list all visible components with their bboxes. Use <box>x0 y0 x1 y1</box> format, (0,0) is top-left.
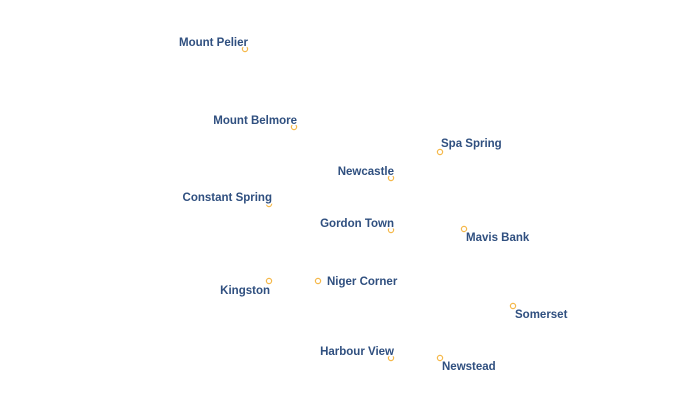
place-label: Constant Spring <box>183 192 272 204</box>
place-marker-icon <box>241 45 249 53</box>
place-marker-icon <box>314 277 322 285</box>
place-label: Newcastle <box>338 166 394 178</box>
place-gordon-town: Gordon Town <box>319 217 396 234</box>
place-label: Mavis Bank <box>466 232 530 244</box>
place-label: Gordon Town <box>320 218 394 230</box>
place-marker-icon <box>436 148 444 156</box>
place-label: Spa Spring <box>441 138 502 150</box>
place-label: Mount Belmore <box>213 115 297 127</box>
place-harbour-view: Harbour View <box>319 345 396 362</box>
place-label: Harbour View <box>320 346 394 358</box>
place-mavis-bank: Mavis Bank <box>460 225 531 246</box>
place-marker-icon <box>265 200 273 208</box>
place-marker-icon <box>436 354 444 362</box>
place-marker-icon <box>387 354 395 362</box>
place-newcastle: Newcastle <box>336 165 396 182</box>
place-label: Kingston <box>220 285 270 297</box>
place-kingston: Kingston <box>219 277 273 299</box>
place-label: Niger Corner <box>327 276 398 288</box>
place-mount-belmore: Mount Belmore <box>212 114 299 131</box>
place-spa-spring: Spa Spring <box>436 137 503 156</box>
place-niger-corner: Niger Corner <box>314 275 399 290</box>
place-marker-icon <box>387 174 395 182</box>
place-somerset: Somerset <box>509 302 569 323</box>
place-marker-icon <box>290 123 298 131</box>
place-label: Somerset <box>515 309 568 321</box>
place-newstead: Newstead <box>436 354 497 375</box>
place-label: Mount Pelier <box>179 37 249 49</box>
place-label: Newstead <box>442 361 496 373</box>
place-marker-icon <box>265 277 273 285</box>
place-constant-spring: Constant Spring <box>181 191 274 208</box>
place-marker-icon <box>460 225 468 233</box>
place-mount-pelier: Mount Pelier <box>177 36 250 53</box>
place-marker-icon <box>387 226 395 234</box>
place-marker-icon <box>509 302 517 310</box>
